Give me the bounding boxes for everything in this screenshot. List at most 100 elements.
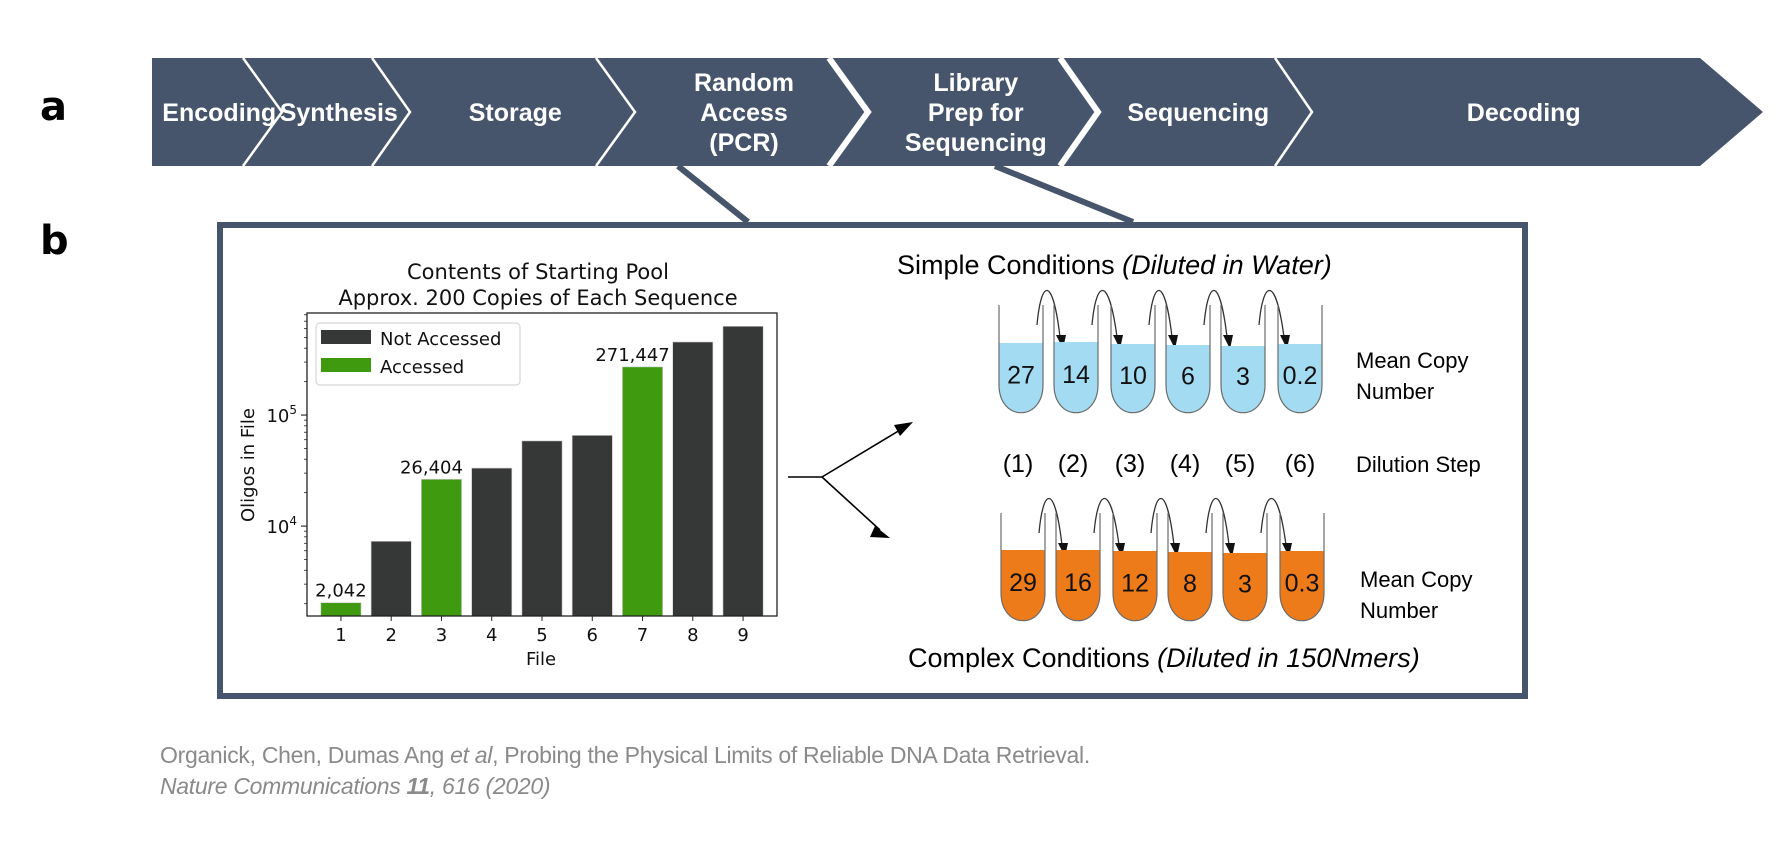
simple-vial-1: 27 [998,305,1044,414]
simple-vial-3: 10 [1110,305,1156,414]
dilution-step-number: (2) [1058,450,1089,478]
bar-file-8 [672,341,714,617]
complex-vial-3: 12 [1112,513,1158,622]
citation-line-1: Organick, Chen, Dumas Ang et al, Probing… [160,742,1090,768]
pipeline-step-sequencing: Sequencing [1127,99,1269,127]
x-tick-label: 9 [737,625,748,646]
vial-outline [1000,513,1046,622]
pipeline-step-decoding: Decoding [1467,99,1581,127]
vial-outline [998,305,1044,414]
transfer-arrow [1205,497,1230,546]
vial-outline [1167,513,1213,622]
vial-outline [1055,513,1101,622]
vial-outline [1277,305,1323,414]
bar-data-label: 2,042 [315,581,367,602]
mean-copy-value: 3 [1238,571,1252,599]
callout-line-right [993,163,1135,225]
transfer-arrow [1203,289,1228,338]
pipeline-separator-chevron [241,57,284,167]
mean-copy-value: 6 [1181,363,1195,391]
panel-label-b: b [40,218,69,264]
complex-vial-2: 16 [1055,513,1101,622]
vial-outline [1053,305,1099,414]
bar-file-6 [571,435,613,617]
vial-liquid [1113,551,1157,621]
mean-copy-value: 0.3 [1285,570,1320,598]
chart-legend: Not Accessed Accessed [315,322,521,386]
bar-file-3 [421,478,462,617]
vial-liquid [1001,550,1045,621]
y-tick-label: 105 [266,403,297,427]
simple-vial-4: 6 [1165,305,1211,414]
x-tick-label: 6 [587,625,598,646]
pipeline-separator-chevron [1057,56,1102,168]
vial-liquid [1278,344,1322,413]
x-tick-label: 4 [486,625,497,646]
vial-liquid [1221,346,1265,413]
pipeline-separator-chevron [1273,57,1314,167]
transfer-arrow [1148,289,1173,338]
mean-copy-value: 12 [1121,570,1149,598]
arrowhead-up-icon [894,422,913,436]
dilution-step-number: (3) [1115,450,1146,478]
vial-liquid [1223,553,1267,621]
arrowhead-down-icon [870,526,890,538]
chart-title: Contents of Starting Pool [407,260,669,284]
complex-vial-4: 8 [1167,513,1213,622]
dilution-step-number: (6) [1285,450,1316,478]
x-tick-label: 8 [687,625,698,646]
vial-outline [1112,513,1158,622]
legend-swatch-accessed [321,358,371,372]
complex-vial-5: 3 [1222,513,1268,622]
x-tick-label: 7 [637,625,648,646]
transfer-arrow [1150,497,1175,546]
vial-liquid [1054,342,1098,413]
bar-data-label: 26,404 [400,457,463,478]
legend-swatch-not-accessed [321,330,371,344]
legend-label-not-accessed: Not Accessed [380,329,501,350]
mean-copy-value: 27 [1007,362,1035,390]
x-tick-label: 3 [436,625,447,646]
bar-file-2 [370,540,412,617]
transfer-arrow [1036,289,1061,338]
pipeline-step-encoding: Encoding [162,99,276,127]
dilution-step-label: Dilution Step [1356,452,1481,477]
bar-file-5 [521,440,563,617]
pipeline-separator-chevron [370,57,412,167]
callout-line-left [676,163,750,225]
transfer-arrow [1093,497,1120,546]
transfer-arrow [1038,497,1063,546]
x-tick-label: 5 [536,625,547,646]
pipeline-step-storage: Storage [469,99,562,127]
pipeline-step-synthesis: Synthesis [280,99,398,127]
pipeline-separator-chevron [826,56,872,168]
pipeline-separator-chevron [594,57,637,167]
mean-copy-value: 16 [1064,569,1092,597]
vial-liquid [1280,551,1324,621]
vial-outline [1222,513,1268,622]
complex-vial-1: 29 [1000,513,1046,622]
dilution-step-number: (4) [1170,450,1201,478]
x-tick-label: 1 [335,625,346,646]
simple-vial-5: 3 [1220,305,1266,414]
transfer-arrowhead-icon [1223,335,1233,349]
simple-vial-2: 14 [1053,305,1099,414]
bar-file-1 [320,602,362,617]
vial-outline [1110,305,1156,414]
complex-conditions-title: Complex Conditions (Diluted in 150Nmers) [908,643,1420,673]
dilution-step-number: (1) [1003,450,1034,478]
vial-liquid [1111,344,1155,413]
vial-liquid [999,343,1043,413]
mean-copy-value: 29 [1009,569,1037,597]
dilution-step-number: (5) [1225,450,1256,478]
legend-label-accessed: Accessed [380,357,464,378]
bar-file-9 [722,325,764,617]
bar-data-label: 271,447 [595,345,669,366]
y-axis-label: Oligos in File [238,408,259,522]
vial-outline [1220,305,1266,414]
vial-liquid [1166,345,1210,413]
